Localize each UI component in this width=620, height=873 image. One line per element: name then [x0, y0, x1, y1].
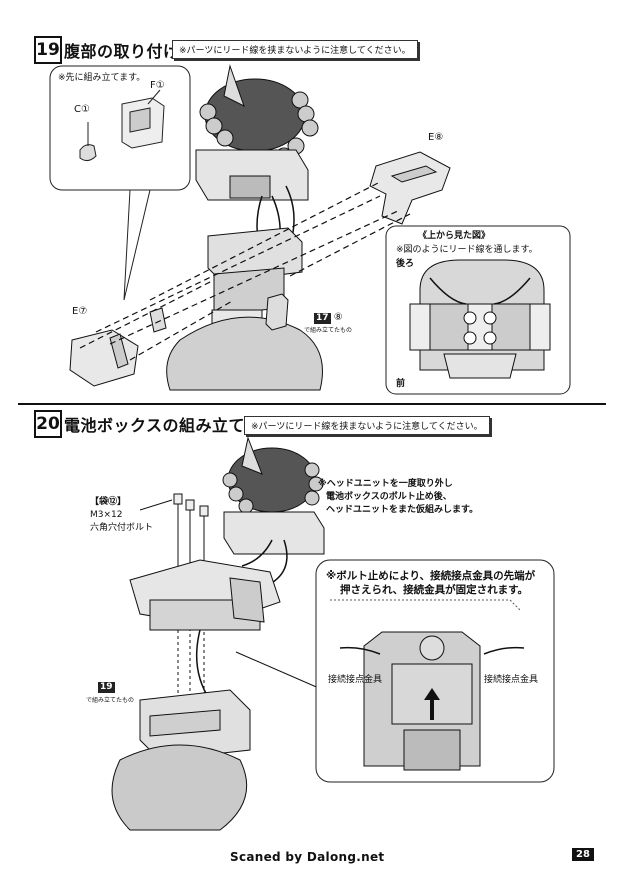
- ref-19-badge: 19: [98, 682, 115, 693]
- ref-17-part: ⑧: [333, 312, 343, 323]
- ref-17-text: で組み立てたもの: [304, 327, 353, 334]
- topview-title: 《上から見た図》: [418, 231, 491, 241]
- part-e8-label: E⑧: [428, 132, 444, 143]
- callout-line2: 押さえられ、接続金具が固定されます。: [340, 584, 529, 596]
- callout-line1: ※ボルト止めにより、接続接点金具の先端が: [326, 570, 536, 582]
- callout-right-label: 接続接点金具: [484, 675, 539, 685]
- step-19-title: 腹部の取り付け: [64, 42, 180, 61]
- page-number: 28: [572, 848, 594, 861]
- step-19-note: ※パーツにリード線を挟まないように注意してください。: [172, 40, 418, 59]
- bolt-size: M3×12: [90, 510, 123, 520]
- bag-label: 【袋⑫】: [90, 497, 127, 507]
- step-19-number: 19: [34, 36, 62, 64]
- section-divider: [18, 403, 606, 405]
- topview-note: ※図のようにリード線を通します。: [396, 245, 538, 255]
- ref-19-label: 19: [98, 681, 115, 693]
- callout-left-label: 接続接点金具: [328, 675, 383, 685]
- part-f1-label: F①: [150, 80, 165, 91]
- topview-back-label: 後ろ: [396, 259, 415, 269]
- head-note-line1: ※ヘッドユニットを一度取り外し: [318, 479, 453, 489]
- bolt-name: 六角穴付ボルト: [90, 523, 154, 533]
- head-note-line2: 電池ボックスのボルト止め後、: [326, 492, 452, 502]
- step-20-note: ※パーツにリード線を挟まないように注意してください。: [244, 416, 490, 435]
- ref-19-text: で組み立てたもの: [86, 697, 135, 704]
- step-20-number: 20: [34, 410, 62, 438]
- part-e7-label: E⑦: [72, 306, 88, 317]
- scan-credit: Scaned by Dalong.net: [230, 850, 385, 864]
- ref-17-badge: 17: [314, 313, 331, 324]
- head-note-line3: ヘッドユニットをまた仮組みします。: [326, 505, 479, 515]
- step-20-title: 電池ボックスの組み立て: [64, 416, 246, 435]
- topview-front-label: 前: [396, 379, 406, 389]
- pre-assembly-note: ※先に組み立てます。: [58, 73, 146, 83]
- ref-17-label: 17 ⑧: [314, 312, 343, 324]
- part-c1-label: C①: [74, 104, 90, 115]
